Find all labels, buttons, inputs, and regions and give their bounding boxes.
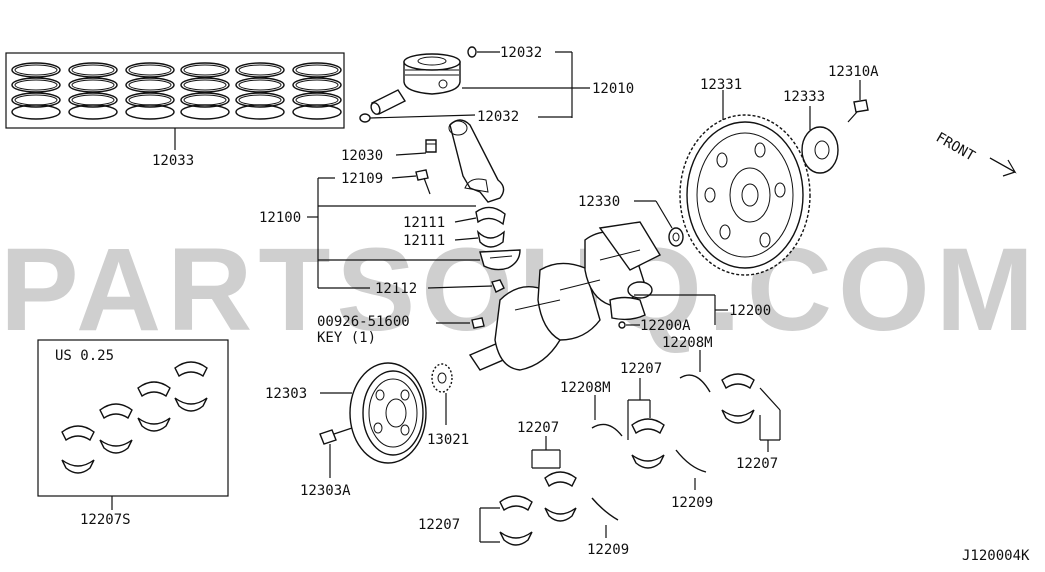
rod-bushing[interactable] <box>425 139 437 153</box>
snap-ring-upper[interactable] <box>467 46 477 58</box>
rod-bearing-lower[interactable] <box>476 229 505 248</box>
rod-nut[interactable] <box>491 279 505 293</box>
pilot-bushing[interactable] <box>668 227 684 247</box>
rod-bolt[interactable] <box>415 169 431 195</box>
label-12303a[interactable]: 12303A <box>300 483 351 499</box>
label-12200[interactable]: 12200 <box>729 303 771 319</box>
flywheel[interactable] <box>679 114 811 276</box>
label-13021[interactable]: 13021 <box>427 432 469 448</box>
undersize-bearing-set-box[interactable]: US 0.25 <box>37 339 229 510</box>
main-bearing-set-3[interactable] <box>631 418 665 469</box>
label-12207-center-right[interactable]: 12207 <box>620 361 662 377</box>
label-12030[interactable]: 12030 <box>341 148 383 164</box>
label-12111-upper[interactable]: 12111 <box>403 215 445 231</box>
label-12310a[interactable]: 12310A <box>828 64 879 80</box>
label-12032-lower[interactable]: 12032 <box>477 109 519 125</box>
label-12109[interactable]: 12109 <box>341 171 383 187</box>
crankshaft-key[interactable] <box>471 317 485 329</box>
label-12330[interactable]: 12330 <box>578 194 620 210</box>
thrust-washer-2[interactable] <box>591 497 619 521</box>
label-12112[interactable]: 12112 <box>375 281 417 297</box>
label-12010[interactable]: 12010 <box>592 81 634 97</box>
thrust-washer-3[interactable] <box>679 374 711 393</box>
piston[interactable] <box>403 53 461 95</box>
label-12207-center[interactable]: 12207 <box>517 420 559 436</box>
label-12200a[interactable]: 12200A <box>640 318 691 334</box>
pulley-bolt[interactable] <box>319 427 353 445</box>
snap-ring-lower[interactable] <box>359 113 371 123</box>
piston-ring-set-box[interactable] <box>5 52 345 150</box>
label-12111-lower[interactable]: 12111 <box>403 233 445 249</box>
diagram-code: J120004K <box>962 548 1030 564</box>
label-12333[interactable]: 12333 <box>783 89 825 105</box>
flywheel-bolt[interactable] <box>847 99 869 123</box>
label-12032-upper[interactable]: 12032 <box>500 45 542 61</box>
label-12100[interactable]: 12100 <box>259 210 301 226</box>
label-12208m-right[interactable]: 12208M <box>662 335 713 351</box>
main-bearing-set-1[interactable] <box>544 471 577 522</box>
front-direction-arrow: FRONT <box>933 130 1017 177</box>
label-12209-right[interactable]: 12209 <box>671 495 713 511</box>
label-12331[interactable]: 12331 <box>700 77 742 93</box>
main-bearing-set-2[interactable] <box>499 495 533 546</box>
rod-bearing-upper[interactable] <box>475 206 506 226</box>
flywheel-reinforcement-plate[interactable] <box>801 126 839 174</box>
label-12207-bottom-left[interactable]: 12207 <box>418 517 460 533</box>
undersize-bearing-shells <box>61 361 208 474</box>
label-00926-51600[interactable]: 00926-51600 <box>317 314 410 330</box>
label-key[interactable]: KEY (1) <box>317 330 376 346</box>
connecting-rod[interactable] <box>448 119 505 203</box>
piston-ring-sets <box>11 62 342 120</box>
label-12207s[interactable]: 12207S <box>80 512 131 528</box>
main-bearing-set-4[interactable] <box>721 373 755 424</box>
rod-cap[interactable] <box>479 249 521 271</box>
crankshaft-pulley[interactable] <box>349 362 427 464</box>
label-12208m-left[interactable]: 12208M <box>560 380 611 396</box>
thrust-washer-1[interactable] <box>591 423 623 437</box>
label-12303[interactable]: 12303 <box>265 386 307 402</box>
label-12207-right[interactable]: 12207 <box>736 456 778 472</box>
label-12033[interactable]: 12033 <box>152 153 194 169</box>
oil-plug[interactable] <box>618 321 626 329</box>
front-label: FRONT <box>933 130 978 165</box>
crankshaft[interactable] <box>468 221 661 371</box>
undersize-note: US 0.25 <box>55 348 114 364</box>
crankshaft-sprocket[interactable] <box>431 363 453 393</box>
label-12209-bottom[interactable]: 12209 <box>587 542 629 558</box>
thrust-washer-4[interactable] <box>675 449 707 473</box>
piston-pin[interactable] <box>369 89 407 116</box>
